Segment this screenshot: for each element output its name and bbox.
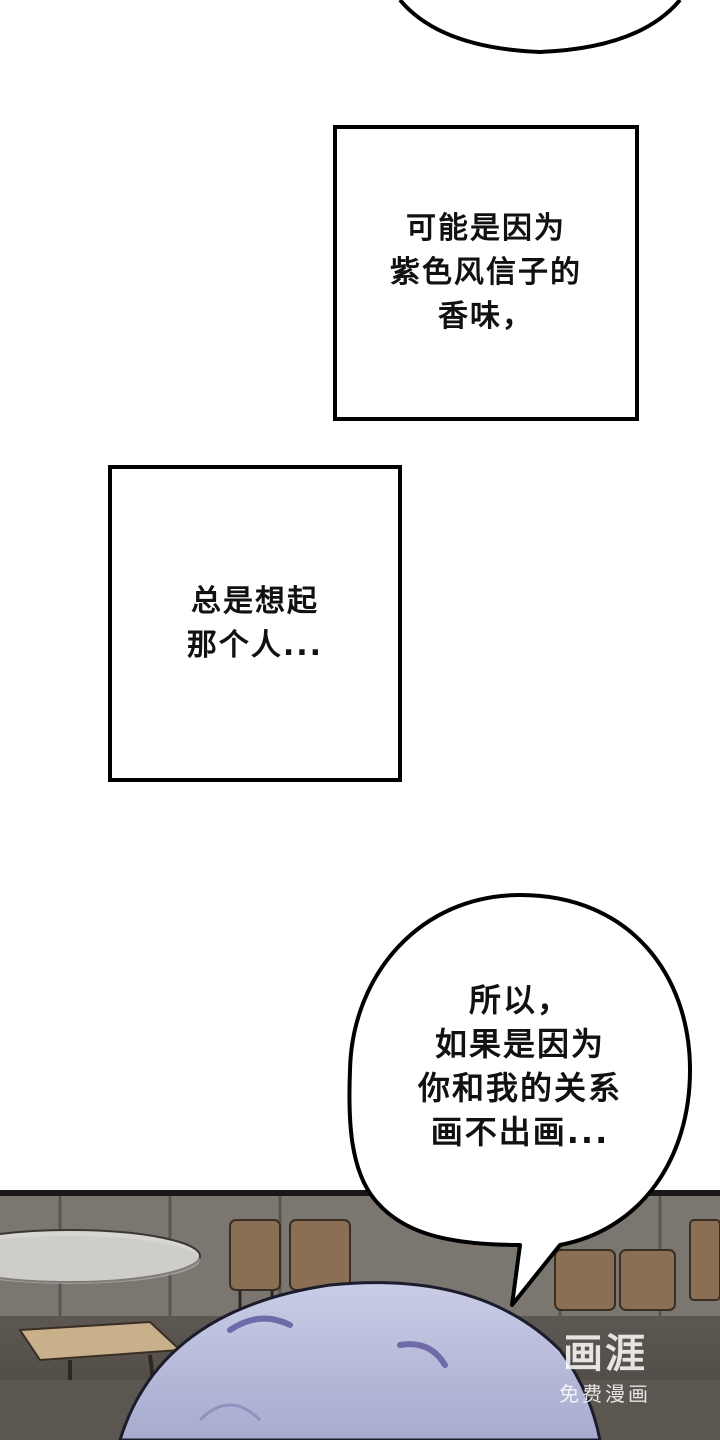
narration-text-2: 总是想起 那个人... <box>186 583 324 663</box>
watermark-logo: 画涯 免费漫画 <box>540 1328 670 1428</box>
watermark-title: 画涯 <box>563 1331 647 1377</box>
partial-speech-bubble-top <box>398 0 682 55</box>
narration-box-1: 可能是因为 紫色风信子的 香味， <box>333 125 639 421</box>
cafe-scene-art <box>0 1190 720 1440</box>
cafe-scene-illustration <box>0 1190 720 1440</box>
narration-box-2: 总是想起 那个人... <box>108 465 402 782</box>
speech-bubble-text: 所以， 如果是因为 你和我的关系 画不出画... <box>417 981 622 1151</box>
watermark-subtitle: 免费漫画 <box>559 1382 651 1406</box>
narration-text-1: 可能是因为 紫色风信子的 香味， <box>390 211 582 334</box>
